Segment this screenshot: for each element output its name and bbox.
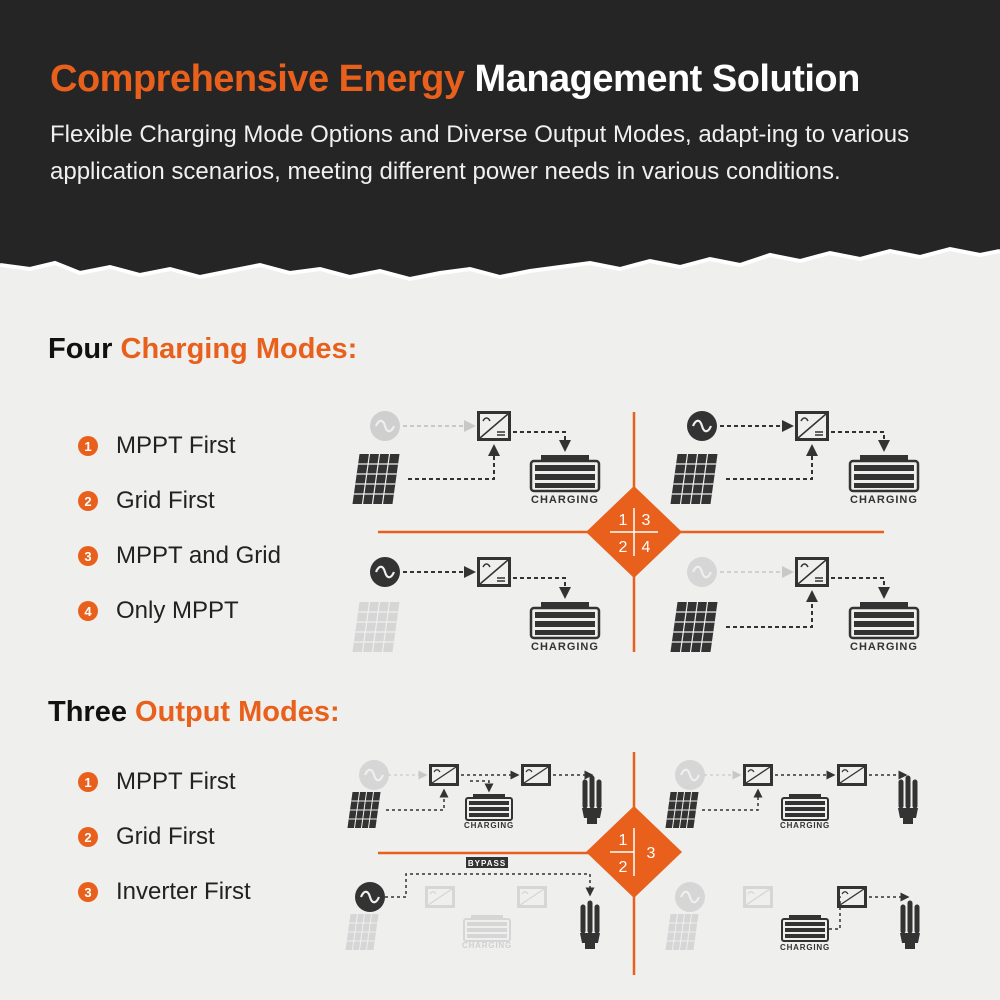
output-mode-label: Grid First bbox=[116, 823, 215, 850]
bypass-tag bbox=[466, 857, 508, 868]
output-mode-3-diagram-bottom: CHARGING bbox=[664, 880, 920, 952]
inverter-icon bbox=[836, 885, 868, 909]
charging-title-orange: Charging Modes: bbox=[120, 333, 358, 365]
charging-mode-item: 3 MPPT and Grid bbox=[78, 542, 281, 570]
charging-mode-number: 4 bbox=[78, 601, 98, 621]
light-bulb-icon bbox=[898, 778, 918, 824]
solar-panel-icon bbox=[346, 791, 382, 829]
grid-icon bbox=[357, 758, 391, 792]
charging-mode-label: MPPT First bbox=[116, 432, 236, 459]
output-title-prefix: Three bbox=[48, 696, 127, 728]
output-title-orange: Output Modes: bbox=[135, 696, 340, 728]
charging-label: CHARGING bbox=[850, 641, 918, 653]
battery-icon bbox=[848, 600, 920, 640]
charging-title-prefix: Four bbox=[48, 333, 113, 365]
charging-quadrant-number: 1 bbox=[619, 512, 628, 529]
battery-icon bbox=[463, 914, 511, 942]
charging-label: CHARGING bbox=[464, 821, 514, 830]
charging-label: CHARGING bbox=[780, 821, 830, 830]
grid-icon bbox=[368, 409, 402, 443]
title-white: Management Solution bbox=[474, 58, 861, 100]
solar-panel-icon bbox=[664, 913, 700, 951]
output-mode-number: 1 bbox=[78, 772, 98, 792]
charging-section-title: Four Charging Modes: bbox=[48, 333, 357, 366]
charging-mode-label: MPPT and Grid bbox=[116, 542, 281, 569]
bypass-label: BYPASS bbox=[468, 859, 506, 868]
header-band bbox=[0, 0, 1000, 300]
battery-icon bbox=[465, 793, 513, 821]
output-mode-1-diagram: CHARGING bbox=[346, 758, 602, 830]
charging-quadrant-number: 4 bbox=[642, 539, 651, 556]
charging-mode-label: Only MPPT bbox=[116, 597, 239, 624]
inverter-icon bbox=[742, 763, 774, 787]
charging-mode-1-diagram: CHARGING bbox=[351, 409, 601, 506]
charging-mode-number: 1 bbox=[78, 436, 98, 456]
inverter-icon bbox=[520, 763, 552, 787]
inverter-icon bbox=[476, 556, 512, 588]
solar-panel-icon bbox=[351, 453, 401, 505]
battery-icon bbox=[529, 600, 601, 640]
charging-mode-3-diagram: CHARGING bbox=[669, 409, 920, 506]
grid-icon bbox=[685, 409, 719, 443]
light-bulb-icon bbox=[580, 903, 600, 949]
output-mode-3-diagram-top: CHARGING bbox=[664, 758, 918, 830]
grid-icon bbox=[673, 880, 707, 914]
charging-label: CHARGING bbox=[462, 941, 512, 950]
page-title: Comprehensive Energy Management Solution bbox=[50, 58, 860, 101]
inverter-icon bbox=[836, 763, 868, 787]
output-quadrant-number: 3 bbox=[647, 845, 656, 862]
solar-panel-icon bbox=[669, 453, 719, 505]
solar-panel-icon bbox=[351, 601, 401, 653]
output-section-title: Three Output Modes: bbox=[48, 696, 340, 729]
output-mode-item: 1 MPPT First bbox=[78, 768, 236, 796]
grid-icon bbox=[673, 758, 707, 792]
solar-panel-icon bbox=[669, 601, 719, 653]
output-quadrant-number: 1 bbox=[619, 832, 628, 849]
inverter-icon bbox=[794, 410, 830, 442]
battery-icon bbox=[848, 453, 920, 493]
charging-quadrant-number: 2 bbox=[619, 539, 628, 556]
charging-mode-number: 3 bbox=[78, 546, 98, 566]
battery-icon bbox=[781, 793, 829, 821]
charging-mode-item: 4 Only MPPT bbox=[78, 597, 239, 625]
inverter-icon bbox=[516, 885, 548, 909]
battery-icon bbox=[529, 453, 601, 493]
title-orange: Comprehensive Energy bbox=[50, 58, 465, 100]
battery-icon bbox=[781, 914, 829, 942]
charging-quadrant-number: 3 bbox=[642, 512, 651, 529]
output-mode-number: 2 bbox=[78, 827, 98, 847]
inverter-icon bbox=[742, 885, 774, 909]
output-mode-label: Inverter First bbox=[116, 878, 251, 905]
grid-icon bbox=[353, 880, 387, 914]
grid-icon bbox=[685, 555, 719, 589]
mode-diagrams: 1 3 2 4 CHARGING CHARGING CHARGING bbox=[344, 409, 950, 975]
inverter-icon bbox=[794, 556, 830, 588]
charging-mode-2-diagram: CHARGING bbox=[351, 555, 601, 653]
solar-panel-icon bbox=[344, 913, 380, 951]
inverter-icon bbox=[424, 885, 456, 909]
charging-mode-number: 2 bbox=[78, 491, 98, 511]
inverter-icon bbox=[428, 763, 460, 787]
light-bulb-icon bbox=[900, 903, 920, 949]
charging-label: CHARGING bbox=[531, 494, 599, 506]
light-bulb-icon bbox=[582, 778, 602, 824]
output-mode-item: 3 Inverter First bbox=[78, 878, 251, 906]
output-mode-item: 2 Grid First bbox=[78, 823, 215, 851]
charging-mode-4-diagram: CHARGING bbox=[669, 555, 920, 653]
charging-label: CHARGING bbox=[780, 943, 830, 952]
output-mode-2-diagram: BYPASS CHARGING bbox=[344, 857, 600, 951]
output-mode-label: MPPT First bbox=[116, 768, 236, 795]
output-quadrant-number: 2 bbox=[619, 859, 628, 876]
torn-paper-edge bbox=[0, 246, 1000, 315]
charging-label: CHARGING bbox=[850, 494, 918, 506]
inverter-icon bbox=[476, 410, 512, 442]
output-mode-number: 3 bbox=[78, 882, 98, 902]
grid-icon bbox=[368, 555, 402, 589]
charging-label: CHARGING bbox=[531, 641, 599, 653]
charging-mode-label: Grid First bbox=[116, 487, 215, 514]
charging-mode-item: 1 MPPT First bbox=[78, 432, 236, 460]
solar-panel-icon bbox=[664, 791, 700, 829]
charging-mode-item: 2 Grid First bbox=[78, 487, 215, 515]
page-subtitle: Flexible Charging Mode Options and Diver… bbox=[50, 121, 910, 185]
